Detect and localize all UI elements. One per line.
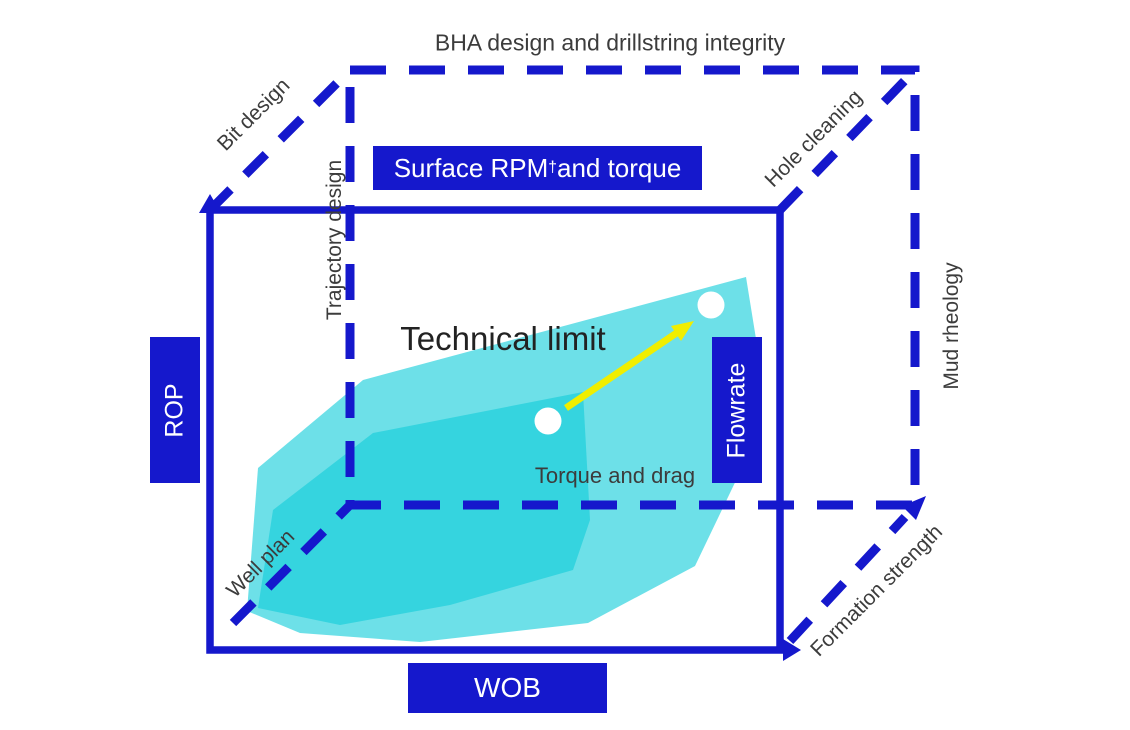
surface-rpm-label: Surface RPM xyxy=(393,152,549,183)
cube-edge-top-right xyxy=(776,66,919,214)
depth-axis-arrowhead xyxy=(902,496,926,520)
cube-back-face xyxy=(345,65,920,510)
wob-axis-label: WOB xyxy=(474,672,541,703)
flowrate-axis-box: Flowrate xyxy=(712,337,762,483)
flowrate-axis-label: Flowrate xyxy=(722,362,751,458)
wob-axis-arrowhead xyxy=(783,639,801,661)
current-performance-dot xyxy=(534,407,562,435)
cube-edge-bottom-right xyxy=(786,513,909,645)
cube-edge-bottom-left xyxy=(229,501,354,627)
surface-rpm-torque-box: Surface RPM† and torque xyxy=(373,146,702,190)
wob-axis-box: WOB xyxy=(408,663,607,713)
torque-and-drag-label: Torque and drag xyxy=(534,463,696,488)
surface-rpm-label-rest: and torque xyxy=(556,152,682,183)
cube-front-face xyxy=(206,206,784,654)
diagram-title: BHA design and drillstring integrity xyxy=(434,29,786,56)
mud-rheology-label: Mud rheology xyxy=(940,262,963,390)
improvement-arrowhead xyxy=(671,321,694,341)
technical-limit-label: Technical limit xyxy=(400,320,606,357)
rop-axis-arrowhead xyxy=(199,194,221,213)
cube-edge-top-left xyxy=(206,66,354,214)
improvement-arrow-shaft xyxy=(564,329,680,411)
rop-axis-box: ROP xyxy=(150,337,200,483)
trajectory-design-label: Trajectory design xyxy=(323,159,346,321)
rop-axis-label: ROP xyxy=(160,382,189,438)
technical-limit-dot xyxy=(697,291,725,319)
